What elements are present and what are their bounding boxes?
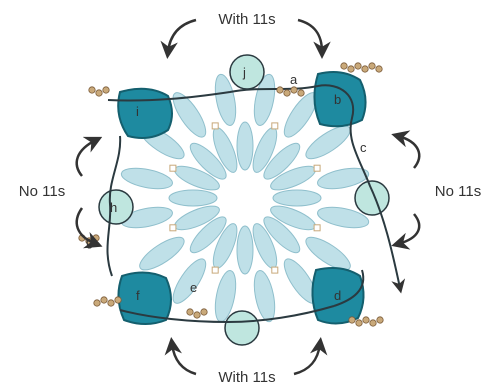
edge-seed-bead-1-2 <box>355 63 361 69</box>
corner-bead-i <box>118 89 172 138</box>
edge-seed-bead-1-4 <box>369 63 375 69</box>
edge-seed-bead-5-0 <box>187 309 193 315</box>
edge-seed-bead-3-1 <box>96 90 102 96</box>
point-a: a <box>290 72 298 87</box>
round-bead-right <box>355 181 389 215</box>
edge-seed-bead-2-2 <box>363 317 369 323</box>
edge-seed-bead-2-3 <box>370 320 376 326</box>
round-bead-j <box>230 55 264 89</box>
edge-seed-bead-1-5 <box>376 66 382 72</box>
edge-seed-bead-0-3 <box>94 300 100 306</box>
label-right: No 11s <box>435 183 481 200</box>
petal-outer-6 <box>135 232 188 276</box>
corner-beads <box>118 72 365 324</box>
edge-seed-bead-5-1 <box>194 312 200 318</box>
point-f: f <box>136 288 140 303</box>
edge-seed-bead-4-2 <box>291 87 297 93</box>
seed-bead-7 <box>314 165 320 171</box>
seed-bead-6 <box>272 123 278 129</box>
arrow-right-top <box>398 136 419 168</box>
point-c: c <box>360 140 367 155</box>
arrow-bottom-left <box>172 344 196 374</box>
point-d: d <box>334 288 341 303</box>
edge-seed-bead-5-2 <box>201 309 207 315</box>
edge-seed-bead-3-2 <box>89 87 95 93</box>
edge-seed-bead-1-0 <box>341 63 347 69</box>
petal-inner-0 <box>273 190 321 206</box>
edge-seed-bead-2-4 <box>377 317 383 323</box>
edge-seed-bead-0-0 <box>115 297 121 303</box>
point-h: h <box>110 200 117 215</box>
edge-seed-bead-2-0 <box>349 317 355 323</box>
edge-seed-bead-6-0 <box>93 235 99 241</box>
petal-inner-8 <box>169 190 217 206</box>
petal-outer-3 <box>251 269 279 324</box>
arrow-bottom-right <box>294 344 320 374</box>
arrow-left-top <box>77 140 96 176</box>
seed-bead-1 <box>272 267 278 273</box>
label-bottom: With 11s <box>218 369 275 386</box>
label-left: No 11s <box>19 183 65 200</box>
edge-seed-bead-4-3 <box>298 90 304 96</box>
arrow-right-bottom <box>398 214 419 244</box>
seed-bead-4 <box>170 165 176 171</box>
point-b: b <box>334 92 341 107</box>
seed-bead-3 <box>170 225 176 231</box>
point-j: j <box>242 65 246 80</box>
edge-seed-bead-1-1 <box>348 66 354 72</box>
petal-inner-12 <box>237 122 253 170</box>
arrow-top-left <box>168 20 196 52</box>
edge-seed-bead-4-1 <box>284 90 290 96</box>
edge-seed-bead-0-2 <box>101 297 107 303</box>
label-top: With 11s <box>218 11 275 28</box>
edge-seed-bead-1-3 <box>362 66 368 72</box>
edge-seed-bead-2-1 <box>356 320 362 326</box>
petal-outer-14 <box>301 120 354 164</box>
edge-seed-bead-0-1 <box>108 300 114 306</box>
round-bead-bottom <box>225 311 259 345</box>
seed-bead-0 <box>314 225 320 231</box>
point-e: e <box>190 280 197 295</box>
seed-bead-2 <box>212 267 218 273</box>
point-i: i <box>136 104 139 119</box>
petal-inner-4 <box>237 226 253 274</box>
petal-outer-8 <box>120 165 175 193</box>
arrow-top-right <box>298 20 322 52</box>
edge-seed-bead-4-0 <box>277 87 283 93</box>
seed-bead-5 <box>212 123 218 129</box>
edge-seed-bead-3-0 <box>103 87 109 93</box>
point-g: g <box>86 234 93 249</box>
